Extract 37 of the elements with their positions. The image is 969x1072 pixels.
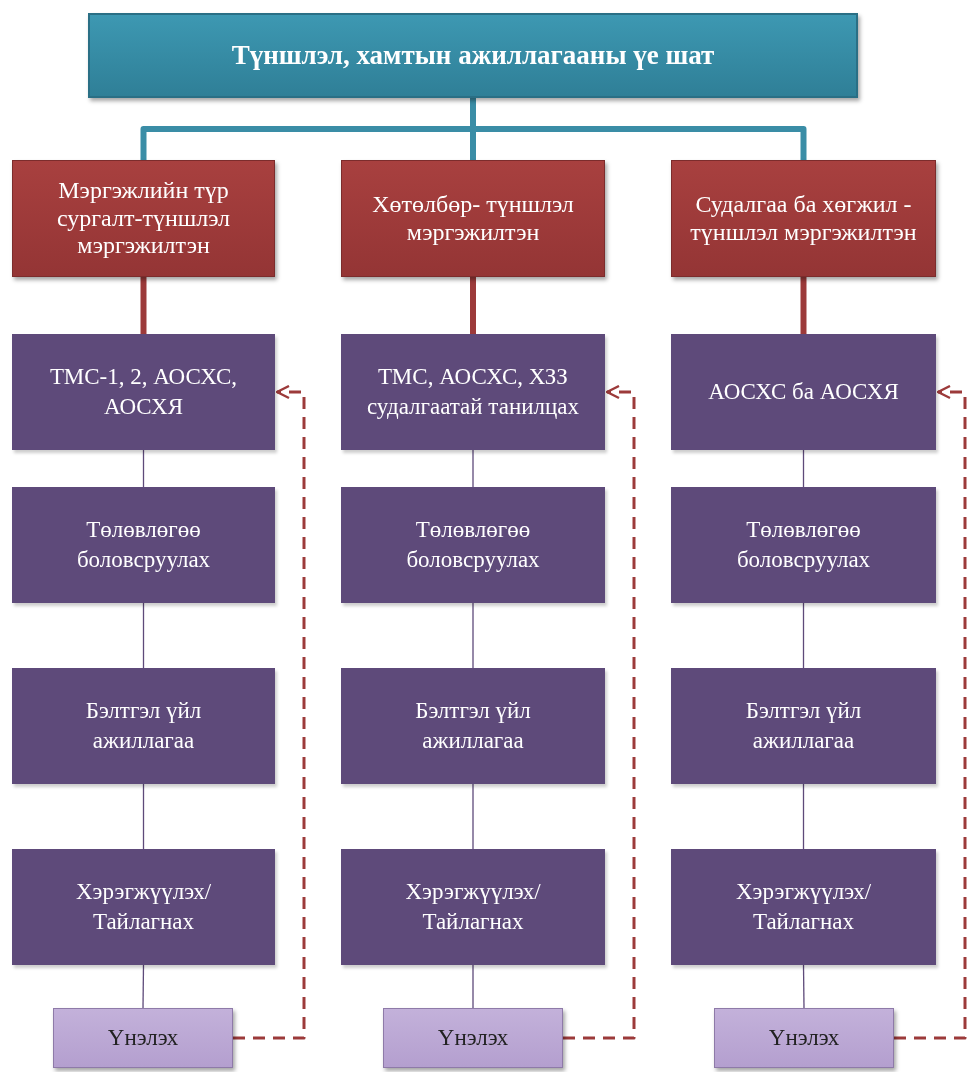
process-box: Төлөвлөгөө боловсруулах <box>671 487 936 603</box>
connector-line <box>470 277 476 334</box>
evaluation-box: Үнэлэх <box>383 1008 563 1068</box>
process-box: Бэлтгэл үйл ажиллагаа <box>12 668 275 784</box>
feedback-arrow <box>563 384 636 1040</box>
connector-line <box>142 602 145 669</box>
process-box: ТМС, АОСХС, ХЗЗ судалгаатай танилцах <box>341 334 605 450</box>
title-banner: Түншлэл, хамтын ажиллагааны үе шат <box>88 13 858 98</box>
process-box: Хэрэгжүүлэх/ Тайлагнах <box>671 849 936 965</box>
connector-line <box>802 964 805 1009</box>
feedback-arrow <box>233 384 306 1040</box>
connector-line <box>800 277 807 334</box>
connector-line <box>802 783 805 850</box>
evaluation-box: Үнэлэх <box>53 1008 233 1068</box>
process-box: Бэлтгэл үйл ажиллагаа <box>341 668 605 784</box>
connector-line <box>472 449 474 488</box>
connector-line <box>140 277 147 334</box>
process-box: Бэлтгэл үйл ажиллагаа <box>671 668 936 784</box>
connector-line <box>472 602 474 669</box>
connector-line <box>142 964 145 1009</box>
connector-line <box>802 602 805 669</box>
connector-line <box>142 449 145 488</box>
process-box: ТМС-1, 2, АОСХС, АОСХЯ <box>12 334 275 450</box>
connector-line <box>802 449 805 488</box>
feedback-arrow <box>894 384 967 1040</box>
connector-line <box>472 964 474 1009</box>
process-box: Хэрэгжүүлэх/ Тайлагнах <box>12 849 275 965</box>
role-box: Мэргэжлийн түр сургалт-түншлэл мэргэжилтэн <box>12 160 275 277</box>
role-box: Хөтөлбөр- түншлэл мэргэжилтэн <box>341 160 605 277</box>
connector-line <box>142 783 145 850</box>
evaluation-box: Үнэлэх <box>714 1008 894 1068</box>
process-box: АОСХС ба АОСХЯ <box>671 334 936 450</box>
connector-line <box>472 783 474 850</box>
process-box: Төлөвлөгөө боловсруулах <box>12 487 275 603</box>
role-box: Судалгаа ба хөгжил - түншлэл мэргэжилтэн <box>671 160 936 277</box>
process-box: Төлөвлөгөө боловсруулах <box>341 487 605 603</box>
process-box: Хэрэгжүүлэх/ Тайлагнах <box>341 849 605 965</box>
